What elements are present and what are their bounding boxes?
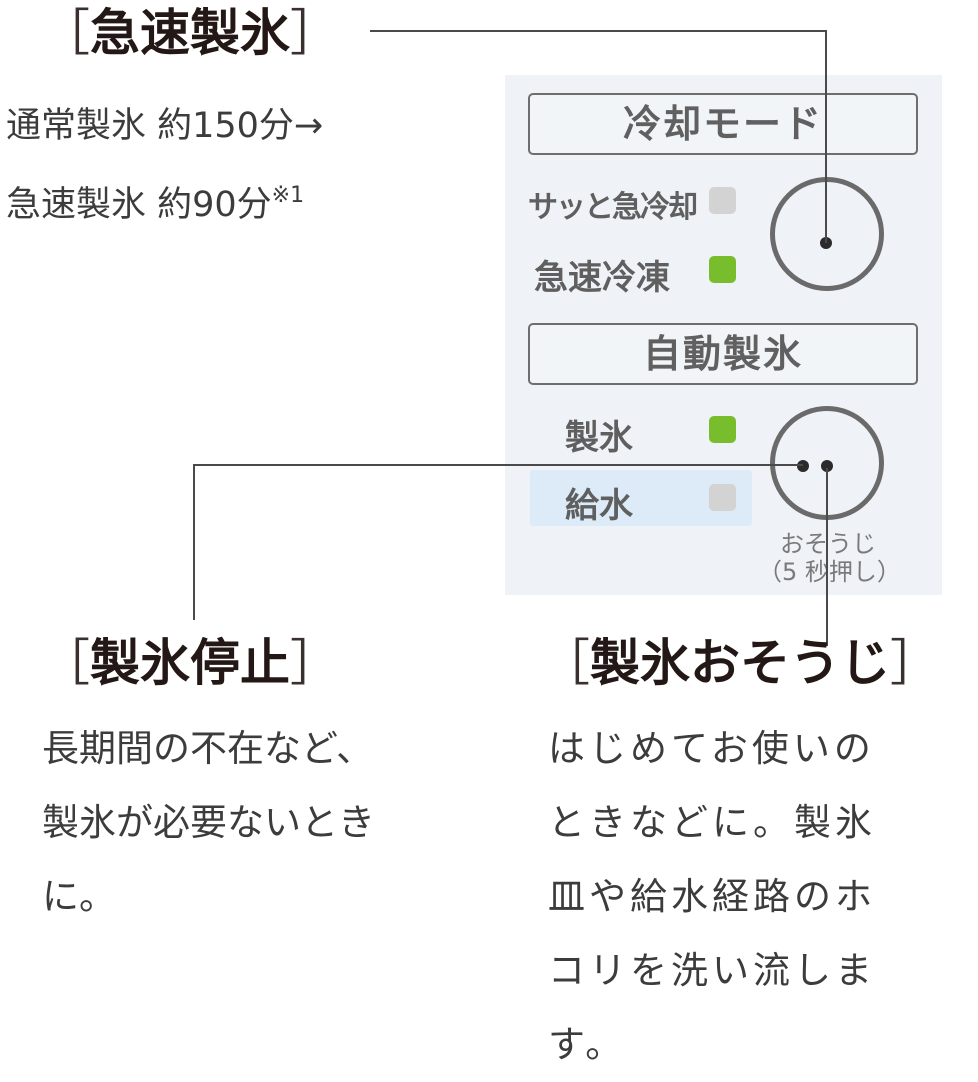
rapid-ice-title: ［急速製氷］ <box>40 3 340 62</box>
auto-ice-header: 自動製氷 <box>528 323 918 385</box>
clean-ice-title: ［製氷おそうじ］ <box>540 633 940 692</box>
footnote-marker: ※1 <box>271 183 305 208</box>
stop-ice-title: ［製氷停止］ <box>40 633 340 692</box>
rapid-ice-normal-time: 通常製氷 約150分→ <box>6 106 324 146</box>
cooling-button-dot-icon <box>820 237 832 249</box>
leader-line-stop-ice-h <box>193 464 803 466</box>
leader-line-rapid-ice-v <box>825 30 827 243</box>
cooling-mode-header: 冷却モード <box>528 93 918 155</box>
water-supply-indicator <box>709 484 736 511</box>
rapid-freeze-indicator <box>709 256 736 283</box>
clean-ice-description: はじめてお使いの ときなどに。製氷 皿や給水経路のホ コリを洗い流しま す。 <box>548 727 876 1066</box>
rapid-freeze-label: 急速冷凍 <box>534 258 670 298</box>
cleaning-caption: おそうじ （5 秒押し） <box>758 530 901 586</box>
auto-ice-dot-left-icon <box>797 460 809 472</box>
rapid-ice-fast-time: 急速製氷 約90分※1 <box>6 183 305 225</box>
cooling-mode-button[interactable] <box>770 177 884 291</box>
leader-line-rapid-ice-h <box>370 30 827 32</box>
leader-line-clean-v <box>826 468 828 646</box>
stop-ice-description: 長期間の不在など、 製氷が必要ないとき に。 <box>42 727 375 918</box>
ice-making-indicator <box>709 416 736 443</box>
auto-ice-dot-right-icon <box>821 460 833 472</box>
ice-making-label: 製氷 <box>565 418 633 458</box>
leader-line-stop-ice-v <box>193 464 195 620</box>
quick-chill-indicator <box>709 187 736 214</box>
water-supply-label: 給水 <box>565 486 633 526</box>
quick-chill-label: サッと急冷却 <box>528 190 698 225</box>
